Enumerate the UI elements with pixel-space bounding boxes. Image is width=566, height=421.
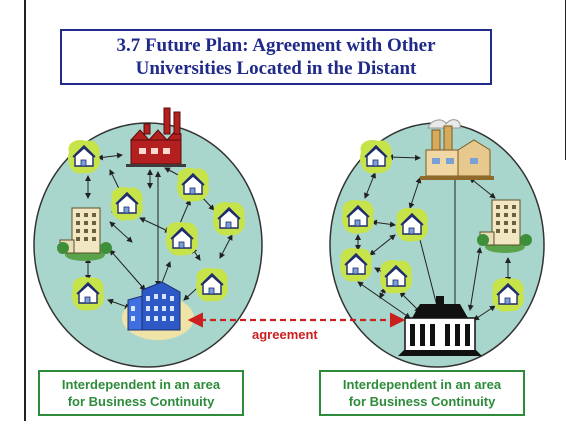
city-hall-icon: [398, 296, 482, 356]
right-caption-line-1: Interdependent in an area: [342, 377, 502, 392]
industrial-plant-icon: [420, 119, 494, 180]
left-caption-line-2: for Business Continuity: [67, 394, 215, 409]
house-icon: [176, 167, 210, 203]
house-icon: [67, 139, 101, 175]
house-icon: [359, 139, 393, 175]
left-caption-line-1: Interdependent in an area: [61, 377, 221, 392]
agreement-label: agreement: [252, 327, 318, 342]
title-box: 3.7 Future Plan: Agreement with Other Un…: [60, 29, 492, 85]
office-building-icon: [477, 199, 532, 253]
left-links: [85, 152, 233, 310]
house-icon: [339, 247, 373, 283]
office-building-icon: [57, 207, 112, 261]
house-icon: [71, 276, 105, 312]
slide-left-border: [24, 0, 26, 421]
house-icon: [491, 277, 525, 313]
factory-icon: [126, 107, 186, 167]
house-icon: [341, 199, 375, 235]
left-caption-box: Interdependent in an area for Business C…: [38, 370, 244, 416]
house-icon: [195, 267, 229, 303]
title-line-2: Universities Located in the Distant: [135, 58, 417, 79]
right-caption-line-2: for Business Continuity: [348, 394, 496, 409]
right-links: [355, 154, 511, 321]
house-icon: [165, 221, 199, 257]
house-icon: [379, 259, 413, 295]
university-icon: [122, 281, 194, 340]
house-icon: [212, 201, 246, 237]
house-icon: [395, 207, 429, 243]
title-line-1: 3.7 Future Plan: Agreement with Other: [116, 35, 436, 56]
house-icon: [110, 186, 144, 222]
right-caption-box: Interdependent in an area for Business C…: [319, 370, 525, 416]
